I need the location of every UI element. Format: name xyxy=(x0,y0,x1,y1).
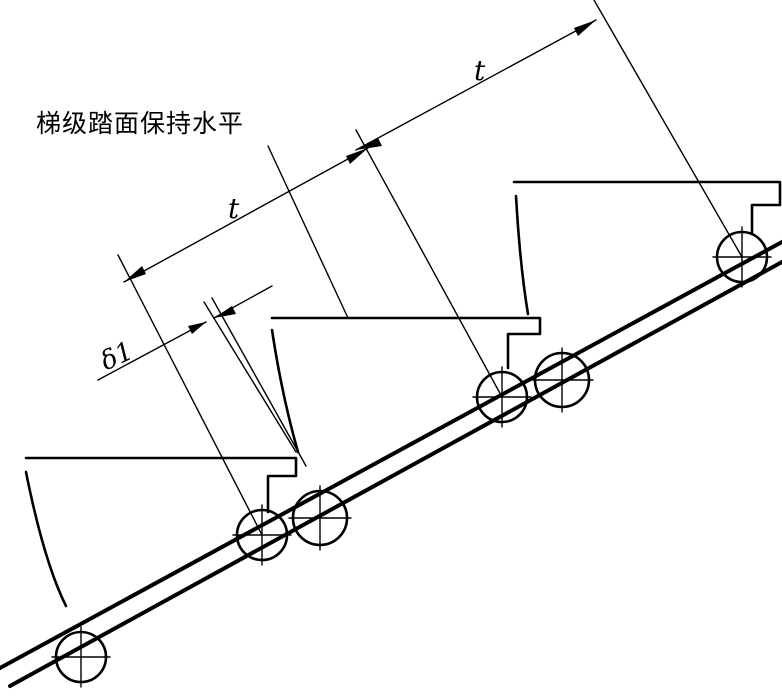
label-delta: δ1 xyxy=(96,336,138,377)
roller-lower-secondary xyxy=(288,485,352,551)
arrowhead xyxy=(574,20,596,36)
dimension-line-lower-t xyxy=(123,147,369,283)
label-pitch-upper: t xyxy=(474,54,486,87)
arrowhead xyxy=(356,138,382,150)
delta-extension-b xyxy=(211,297,307,467)
step-middle-tread xyxy=(270,316,542,370)
step-middle-riser xyxy=(270,328,300,454)
dimension-line-upper-t xyxy=(355,19,597,151)
arrowhead xyxy=(124,266,146,282)
arrowhead xyxy=(188,322,206,334)
step-lower xyxy=(24,456,298,608)
diagram-caption: 梯级踏面保持水平 xyxy=(36,109,245,138)
roller-middle-secondary xyxy=(530,347,594,413)
delta-extension-a xyxy=(203,301,297,453)
extension-line-2 xyxy=(355,129,503,398)
dimension-line-delta-left xyxy=(97,321,207,381)
guide-rail-lower xyxy=(8,260,782,688)
arrowhead xyxy=(214,306,236,318)
step-lower-tread xyxy=(24,456,298,514)
step-upper-riser xyxy=(514,194,530,316)
extension-line-leader xyxy=(267,145,349,319)
step-upper xyxy=(512,180,782,316)
step-upper-tread xyxy=(512,180,782,236)
step-middle xyxy=(270,316,542,454)
extension-line-3 xyxy=(593,0,743,258)
label-pitch-lower: t xyxy=(228,192,240,225)
arrowhead xyxy=(346,148,368,164)
extension-line-1 xyxy=(117,254,263,536)
guide-rail-upper xyxy=(0,240,782,670)
roller-bottom xyxy=(51,626,111,688)
step-lower-riser xyxy=(24,470,68,608)
